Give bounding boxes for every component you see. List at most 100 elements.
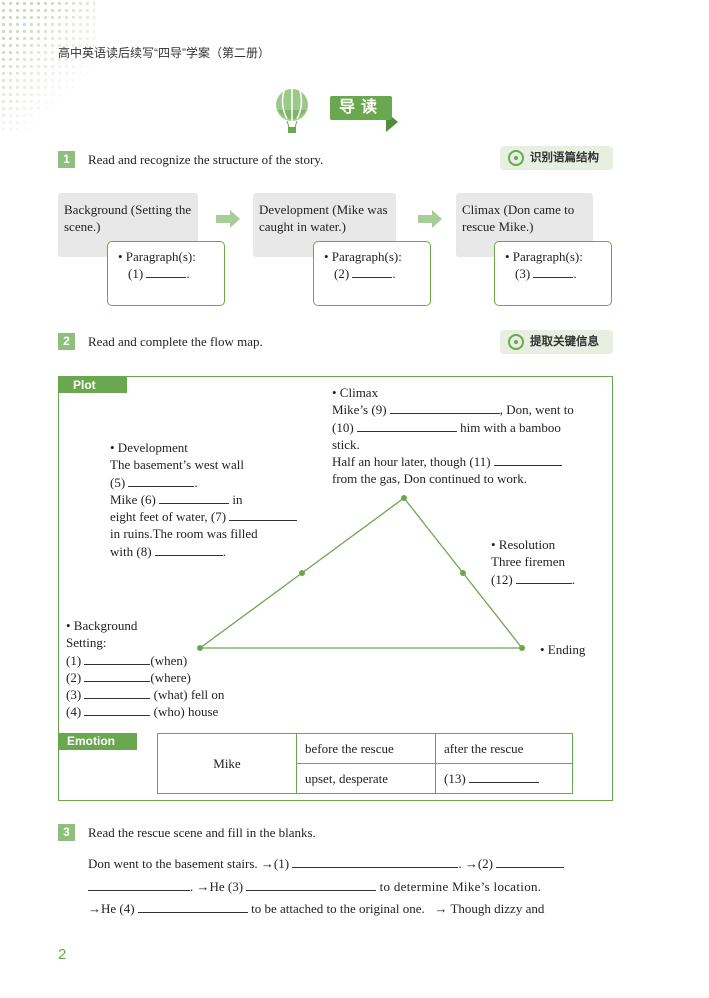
text: in ruins.The room was filled: [110, 526, 258, 542]
arrow-right-icon: [432, 210, 442, 228]
arrow-right-icon: [230, 210, 240, 228]
section-2-tag: 提取关键信息: [500, 330, 613, 354]
answer-blank-7[interactable]: [229, 508, 298, 522]
section-1-instruction: Read and recognize the structure of the …: [88, 152, 324, 167]
background-block: • Background Setting: (1) (when) (2) (wh…: [66, 617, 266, 721]
section-2-number: 2: [58, 333, 75, 350]
answer-blank-10[interactable]: [356, 419, 457, 432]
section-3-instruction: Read the rescue scene and fill in the bl…: [88, 825, 316, 840]
text: (where): [150, 669, 191, 685]
background-heading: • Background: [66, 618, 138, 633]
text: with (8): [110, 543, 152, 559]
section-1-number: 1: [58, 151, 75, 168]
structure-answer-box: • Paragraph(s): (2) .: [313, 241, 431, 306]
emotion-header-after: after the rescue: [435, 733, 573, 764]
answer-blank-6[interactable]: [159, 491, 230, 504]
emotion-table: Mike before the rescue after the rescue …: [157, 733, 573, 794]
answer-blank-12[interactable]: [515, 571, 572, 584]
hot-air-balloon-icon: [276, 89, 308, 133]
rescue-paragraph: Don went to the basement stairs. →(1) . …: [88, 853, 613, 921]
answer-blank-5[interactable]: [128, 474, 195, 487]
text: Half an hour later, though (11): [332, 454, 491, 470]
answer-blank-11[interactable]: [493, 453, 562, 467]
text: (5): [110, 474, 126, 490]
text: eight feet of water, (7): [110, 509, 227, 525]
structure-box-title: Development (Mike was caught in water.): [259, 202, 388, 234]
structure-answer-box: • Paragraph(s): (3) .: [494, 241, 612, 306]
target-icon: [508, 334, 524, 350]
text: Mike’s (9): [332, 402, 387, 418]
answer-blank-8[interactable]: [154, 543, 223, 556]
text: →He (4): [88, 901, 135, 916]
arrow-shaft: [216, 215, 230, 223]
emotion-label: Emotion: [59, 733, 137, 750]
answer-blank-s3-4[interactable]: [137, 900, 248, 913]
text: him with a bamboo: [460, 419, 561, 435]
text: (1): [66, 652, 82, 668]
text: .: [222, 543, 227, 559]
corner-dot-pattern: [0, 0, 95, 130]
text: Mike (6): [110, 491, 156, 507]
text: (when): [150, 652, 188, 668]
answer-blank[interactable]: [352, 265, 393, 278]
text: in: [232, 491, 243, 507]
text: to be attached to the original one.: [251, 901, 425, 916]
plot-label: Plot: [59, 377, 127, 393]
text: Setting:: [66, 635, 107, 651]
text: Three firemen: [491, 554, 565, 570]
answer-blank[interactable]: [146, 265, 187, 278]
answer-blank-s3-3[interactable]: [246, 878, 377, 891]
answer-blank-s3-1[interactable]: [292, 855, 459, 868]
paragraph-label: • Paragraph(s):: [118, 249, 196, 264]
text: to determine Mike’s location.: [379, 878, 542, 894]
paragraph-label: • Paragraph(s):: [324, 249, 402, 264]
page-number: 2: [58, 946, 67, 963]
structure-box-title: Climax (Don came to rescue Mike.): [462, 202, 575, 234]
development-heading: • Development: [110, 440, 188, 455]
arrow-shaft: [418, 215, 432, 223]
structure-box-title: Background (Setting the scene.): [64, 202, 192, 234]
resolution-heading: • Resolution: [491, 537, 556, 552]
answer-blank-s3-2b[interactable]: [88, 878, 190, 891]
text: .: [571, 571, 576, 587]
blank-number: (1): [128, 266, 144, 281]
answer-blank-3[interactable]: [84, 686, 151, 700]
answer-blank-13[interactable]: [468, 770, 539, 783]
text: stick.: [332, 436, 360, 452]
emotion-before-value: upset, desperate: [296, 763, 436, 794]
section-1-tag: 识别语篇结构: [500, 146, 613, 170]
emotion-after-cell: (13): [435, 763, 573, 794]
answer-blank-4[interactable]: [84, 703, 151, 717]
text: The basement’s west wall: [110, 457, 244, 473]
emotion-who: Mike: [157, 733, 297, 794]
text: . →He (3): [190, 878, 244, 894]
section-2-tag-label: 提取关键信息: [530, 336, 599, 348]
paragraph-label: • Paragraph(s):: [505, 249, 583, 264]
text: from the gas, Don continued to work.: [332, 471, 527, 487]
blank-number: (3): [515, 266, 531, 281]
text: (12): [491, 571, 513, 587]
answer-blank-1[interactable]: [84, 652, 151, 665]
climax-block: • Climax Mike’s (9) , Don, went to (10) …: [332, 384, 602, 488]
text: (13): [444, 771, 466, 786]
answer-blank-9[interactable]: [389, 401, 500, 415]
answer-blank[interactable]: [533, 265, 574, 278]
target-icon: [508, 150, 524, 166]
answer-blank-s3-2a[interactable]: [496, 855, 565, 868]
text: Don went to the basement stairs. →(1): [88, 856, 290, 871]
emotion-header-before: before the rescue: [296, 733, 436, 764]
flow-map-frame: [58, 376, 613, 801]
ending-label: • Ending: [540, 642, 586, 657]
text: (2): [66, 669, 82, 685]
answer-blank-2[interactable]: [84, 669, 151, 682]
text: (10): [332, 419, 354, 435]
section-3-number: 3: [58, 824, 75, 841]
text: , Don, went to: [499, 402, 574, 418]
page-header: 高中英语读后续写“四导”学案（第二册）: [58, 46, 270, 60]
climax-heading: • Climax: [332, 385, 379, 400]
section-2-instruction: Read and complete the flow map.: [88, 334, 263, 349]
text: → Though dizzy and: [434, 901, 545, 916]
section-banner: 导读: [330, 96, 392, 120]
development-block: • Development The basement’s west wall (…: [110, 439, 320, 560]
text: (3): [66, 687, 82, 703]
